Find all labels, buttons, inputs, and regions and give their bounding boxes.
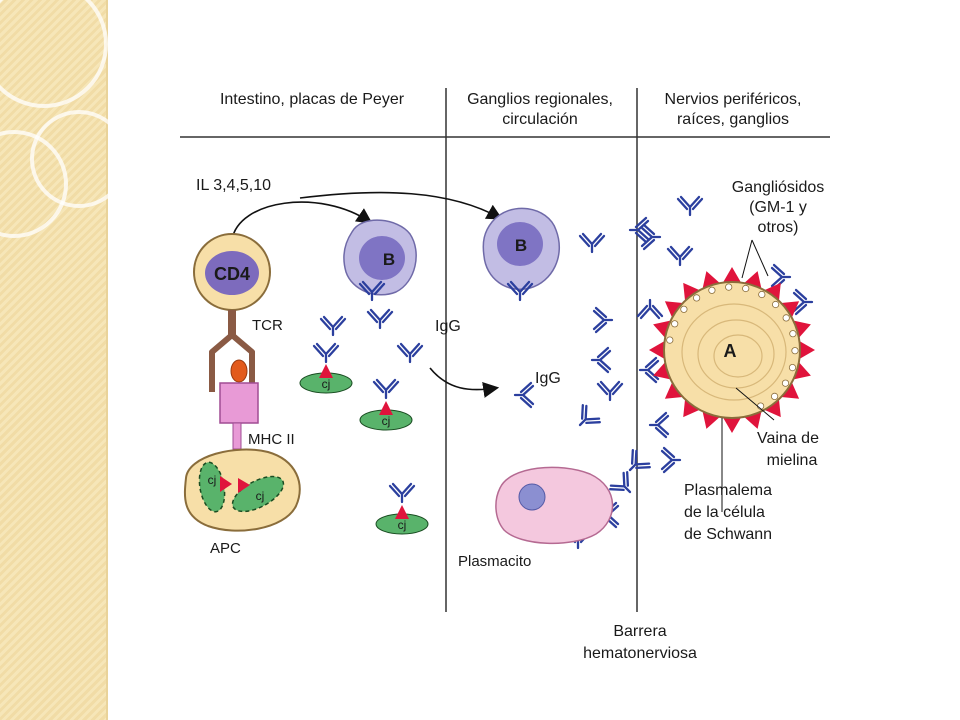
antibody bbox=[570, 402, 603, 435]
igg-label-1: IgG bbox=[435, 318, 461, 335]
ganglioside-bead bbox=[789, 330, 797, 338]
vaina-label-2: mielina bbox=[767, 452, 818, 469]
antibody bbox=[648, 411, 670, 439]
antibody bbox=[578, 232, 606, 254]
antibody bbox=[592, 306, 614, 334]
ganglioside-bead bbox=[788, 363, 797, 372]
ganglioside-bead bbox=[770, 392, 779, 400]
barrera-label-1: Barrera bbox=[613, 623, 666, 640]
column-header-nervios-2: raíces, ganglios bbox=[677, 111, 789, 128]
cd4-label: CD4 bbox=[214, 264, 250, 284]
antibody bbox=[366, 308, 394, 330]
decorative-ring bbox=[0, 0, 108, 108]
tcr-label: TCR bbox=[252, 317, 283, 334]
igg-label-2: IgG bbox=[535, 370, 561, 387]
plasmalema-label-2: de la célula bbox=[684, 504, 765, 521]
b-cell-label-2: B bbox=[515, 236, 527, 255]
axon-label: A bbox=[724, 341, 737, 361]
ganglioside-bead bbox=[708, 286, 716, 294]
myelinated-axon: A bbox=[649, 267, 815, 433]
pointer-gangliosides bbox=[741, 239, 753, 279]
ganglioside-bead bbox=[782, 314, 790, 322]
ganglioside-bead bbox=[725, 283, 733, 291]
cj-label: cj bbox=[382, 414, 391, 428]
antibody bbox=[513, 381, 535, 409]
ganglioside-bead bbox=[680, 305, 688, 313]
antibody bbox=[666, 245, 694, 267]
vaina-label-1: Vaina de bbox=[757, 430, 819, 447]
mhc-ii-molecule bbox=[219, 382, 259, 450]
il-arrow-to-circulation bbox=[299, 191, 503, 220]
apc-label: APC bbox=[210, 540, 241, 557]
ganglioside-beads bbox=[666, 283, 799, 410]
b-cell-intestine: B bbox=[343, 219, 417, 302]
antibody bbox=[590, 346, 612, 374]
column-header-ganglios-2: circulación bbox=[502, 111, 578, 128]
cj-label: cj bbox=[398, 518, 407, 532]
il-arrow-to-b bbox=[231, 201, 373, 241]
plasmacito-label: Plasmacito bbox=[458, 553, 531, 570]
ganglioside-bead bbox=[791, 347, 799, 355]
antibody bbox=[660, 446, 682, 474]
gangliosidos-label-1: Gangliósidos bbox=[732, 179, 825, 196]
ganglioside-bead bbox=[692, 294, 701, 302]
ganglioside-bead bbox=[666, 336, 674, 344]
barrera-label-2: hematonerviosa bbox=[583, 645, 697, 662]
ganglioside-bead bbox=[742, 284, 750, 293]
igg-arrow bbox=[429, 367, 500, 398]
mhc-label: MHC II bbox=[248, 431, 295, 448]
antibody bbox=[607, 469, 640, 502]
apc-cell: cj cj bbox=[183, 448, 301, 532]
pointer-vaina bbox=[735, 387, 775, 421]
decorative-side-panel bbox=[0, 0, 128, 720]
ganglioside-bead bbox=[781, 379, 790, 387]
plasma-cell bbox=[495, 466, 614, 545]
apc-cj-label-2: cj bbox=[256, 489, 265, 503]
column-header-ganglios-1: Ganglios regionales, bbox=[467, 91, 613, 108]
pointer-gangliosides bbox=[751, 239, 769, 277]
plasmalema-label-1: Plasmalema bbox=[684, 482, 772, 499]
gangliosidos-label-2: (GM-1 y bbox=[749, 199, 807, 216]
column-header-intestino: Intestino, placas de Peyer bbox=[220, 91, 405, 108]
apc-cj-label-1: cj bbox=[208, 473, 217, 487]
b-cell-circulation: B bbox=[482, 207, 561, 302]
column-header-nervios-1: Nervios periféricos, bbox=[665, 91, 802, 108]
gangliosidos-label-3: otros) bbox=[758, 219, 799, 236]
antibody bbox=[770, 263, 792, 291]
tcr-receptor bbox=[209, 310, 255, 392]
antibody bbox=[396, 342, 424, 364]
ganglioside-bead bbox=[771, 300, 780, 309]
antibody bbox=[676, 195, 704, 217]
antigen-antibody-complex: cj bbox=[299, 342, 353, 394]
interleukin-label: IL 3,4,5,10 bbox=[196, 177, 271, 194]
b-cell-label-1: B bbox=[383, 250, 395, 269]
antibody bbox=[638, 356, 660, 384]
ganglioside-bead bbox=[758, 290, 766, 299]
antigen-antibody-complex: cj bbox=[359, 378, 413, 431]
antibody bbox=[319, 315, 347, 337]
ganglioside-bead bbox=[671, 320, 679, 328]
antigen-antibody-complex: cj bbox=[375, 482, 429, 535]
cj-label: cj bbox=[322, 377, 331, 391]
plasmalema-label-3: de Schwann bbox=[684, 526, 772, 543]
antibody bbox=[596, 380, 624, 402]
antibody bbox=[636, 298, 664, 320]
cd4-t-cell: CD4 bbox=[193, 233, 271, 311]
